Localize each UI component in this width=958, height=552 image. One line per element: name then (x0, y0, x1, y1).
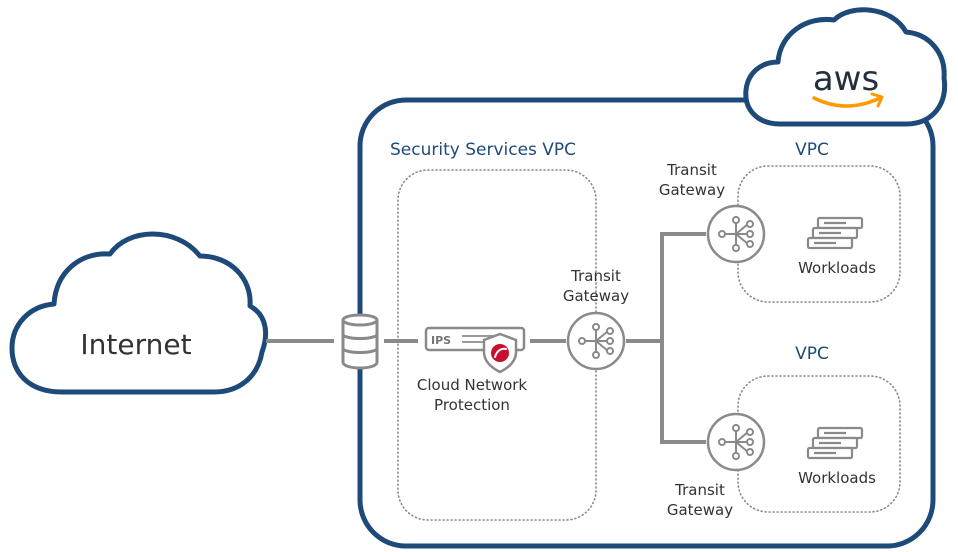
tgw-center-line2: Gateway (563, 287, 629, 305)
aws-logo-text: aws (813, 59, 879, 99)
tgw-top-line2: Gateway (659, 181, 725, 199)
tgw-center-line1: Transit (570, 267, 621, 285)
tgw-bottom-line1: Transit (674, 481, 725, 499)
cnp-label-line2: Protection (434, 396, 510, 414)
internet-cloud: Internet (9, 231, 269, 395)
aws-smile-arrow-icon (870, 92, 884, 108)
servers-icon (806, 216, 864, 250)
cnp-label-line1: Cloud Network (417, 376, 528, 394)
workloads-top: Workloads (798, 216, 876, 277)
transit-gateway-center: Transit Gateway (563, 267, 629, 371)
internet-label: Internet (80, 328, 191, 361)
tgw-bottom-line2: Gateway (667, 501, 733, 519)
workloads-bottom: Workloads (798, 426, 876, 487)
vpc-bottom-title: VPC (795, 344, 829, 364)
servers-icon (806, 426, 864, 460)
trend-logo-icon (491, 344, 509, 362)
connectors (266, 232, 706, 444)
workloads-top-label: Workloads (798, 259, 876, 277)
transit-gateway-vpc-top: Transit Gateway (659, 161, 766, 264)
transit-gateway-icon (706, 412, 766, 472)
ips-badge-label: IPS (431, 334, 451, 347)
aws-cloud-icon (743, 7, 948, 127)
vpc-top-title: VPC (795, 140, 829, 160)
security-vpc-boundary (397, 169, 597, 521)
internet-cloud-icon (9, 231, 269, 395)
transit-gateway-vpc-bottom: Transit Gateway (667, 412, 766, 519)
cnp-appliance: IPS Cloud Network Protection (417, 326, 528, 414)
aws-cloud: aws (743, 7, 948, 127)
security-vpc-title: Security Services VPC (390, 140, 576, 160)
database-icon (341, 313, 379, 370)
transit-gateway-icon (706, 204, 766, 264)
transit-gateway-icon (566, 311, 626, 371)
aws-smile-icon (812, 96, 882, 108)
tgw-top-line1: Transit (666, 161, 717, 179)
workloads-bottom-label: Workloads (798, 469, 876, 487)
